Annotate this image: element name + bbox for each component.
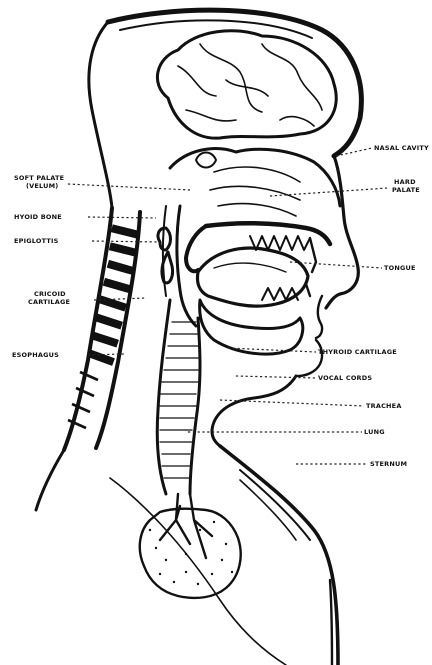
teeth <box>250 236 316 300</box>
label-sternum: STERNUM <box>370 460 407 468</box>
label-hyoid-bone: HYOID BONE <box>14 213 62 221</box>
label-trachea: TRACHEA <box>366 402 402 410</box>
label-nasal-cavity: NASAL CAVITY <box>374 144 429 152</box>
label-esophagus: ESOPHAGUS <box>12 351 59 359</box>
label-hard-palate-line2: PALATE <box>392 186 420 194</box>
label-soft-palate-line2: (VELUM) <box>26 182 58 190</box>
lung <box>110 478 296 665</box>
tongue <box>197 248 308 306</box>
brain <box>157 31 336 138</box>
label-thyroid-cartilage: THYROID CARTILAGE <box>318 348 397 356</box>
neck-front <box>212 376 296 446</box>
sternum <box>220 446 338 665</box>
nasal-cavity <box>170 149 340 216</box>
trachea <box>157 300 200 494</box>
label-soft-palate-line1: SOFT PALATE <box>14 174 64 182</box>
mandible <box>200 300 303 354</box>
label-epiglottis: EPIGLOTTIS <box>14 237 59 245</box>
label-lung: LUNG <box>364 428 385 436</box>
spine <box>64 208 140 450</box>
label-cricoid-line1: CRICOID <box>34 290 66 298</box>
label-vocal-cords: VOCAL CORDS <box>318 374 372 382</box>
label-tongue: TONGUE <box>384 264 416 272</box>
label-cricoid-line2: CARTILAGE <box>28 298 70 306</box>
label-hard-palate-line1: HARD <box>394 178 416 186</box>
